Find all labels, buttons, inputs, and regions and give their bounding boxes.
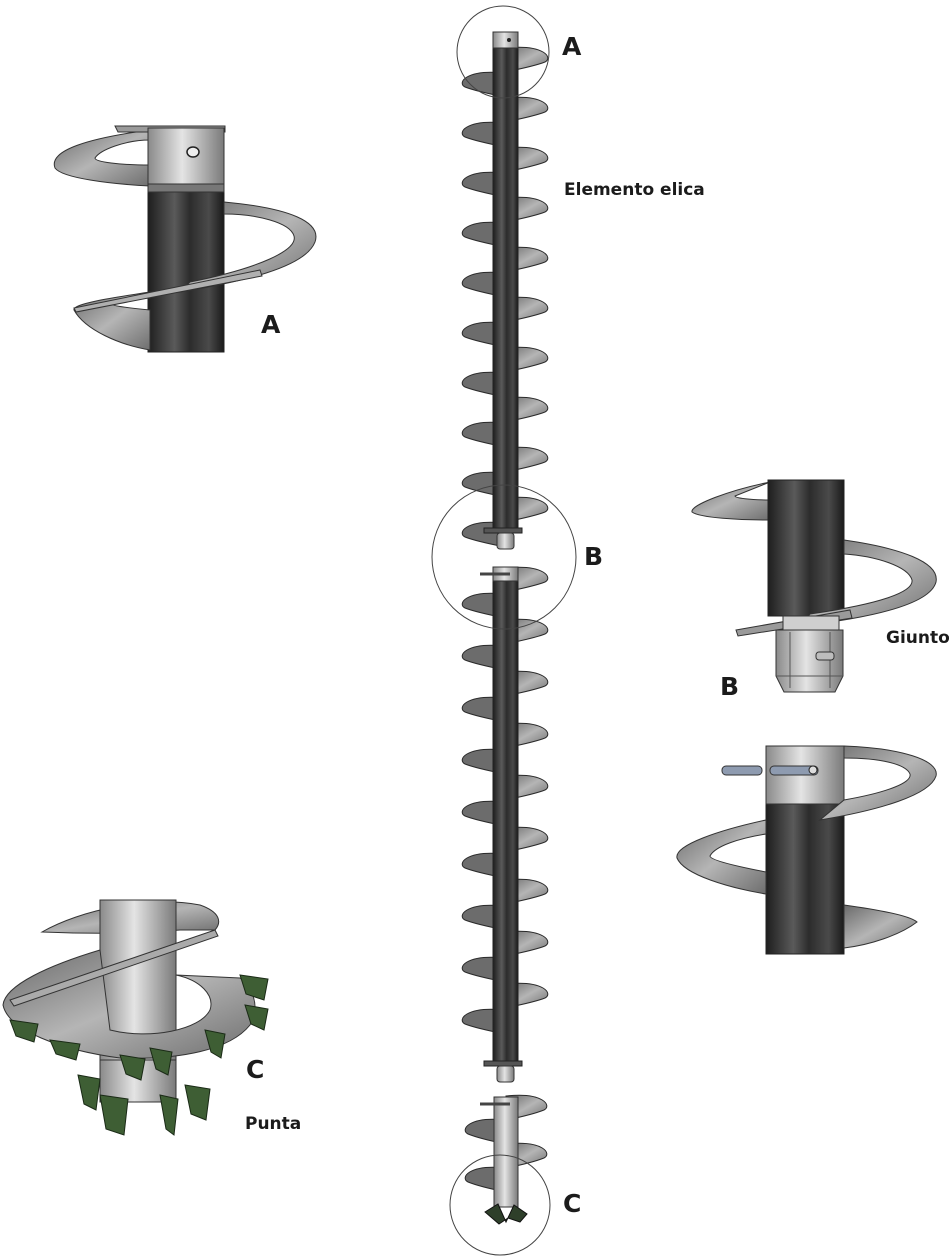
detail-a-collar — [147, 127, 225, 187]
joint-label: Giunto — [886, 628, 949, 648]
detail-b-view — [676, 479, 937, 955]
upper-joint-stub — [483, 527, 523, 550]
cutting-tooth — [49, 1039, 81, 1061]
detail-c-teeth — [9, 974, 269, 1136]
upper-shaft-cap — [492, 31, 519, 49]
cutting-tooth — [239, 974, 269, 1001]
main-auger-upper-element — [461, 31, 549, 550]
detail-a-shaft — [147, 185, 225, 353]
detail-marker-c: C — [563, 1189, 582, 1218]
cutting-tooth — [77, 1074, 101, 1111]
upper-shaft — [492, 31, 519, 530]
cutting-tooth — [244, 1004, 269, 1031]
detail-b-shaft — [767, 479, 845, 617]
cutting-tooth — [204, 1029, 226, 1059]
detail-label-c: C — [246, 1055, 265, 1084]
cutting-tooth — [119, 1054, 146, 1081]
detail-b-lower-upper-flight — [818, 745, 937, 821]
cutting-tooth — [149, 1047, 173, 1076]
detail-b-pins — [721, 765, 819, 776]
detail-marker-a: A — [562, 32, 582, 61]
detail-c-main-flight — [2, 949, 256, 1059]
element-title: Elemento elica — [564, 180, 705, 200]
detail-circle-a — [456, 5, 550, 99]
tip-shaft — [493, 1096, 519, 1208]
detail-marker-b: B — [584, 542, 604, 571]
detail-c-view — [2, 899, 269, 1136]
detail-b-top-flight — [691, 481, 771, 521]
main-auger-middle-element — [461, 566, 549, 1083]
tip-teeth-small — [484, 1203, 528, 1225]
detail-a-pin-hole — [186, 146, 200, 158]
middle-shaft — [492, 566, 519, 1064]
detail-b-lower-left-flight — [676, 819, 767, 895]
detail-a-view — [53, 125, 317, 353]
main-auger-tip-element — [464, 1094, 548, 1225]
cutting-tooth — [184, 1084, 211, 1121]
detail-circle-c — [449, 1154, 551, 1256]
detail-b-joint-body — [775, 615, 844, 693]
detail-label-b: B — [720, 672, 740, 701]
detail-label-a: A — [261, 310, 281, 339]
upper-pin-hole — [507, 38, 511, 42]
cutting-tooth — [9, 1019, 39, 1043]
cutting-tooth — [99, 1094, 129, 1136]
detail-a-top-flight — [53, 129, 151, 187]
detail-c-blade-edge — [9, 929, 219, 1007]
detail-b-receiving-element — [676, 745, 937, 955]
detail-a-collar-groove — [147, 183, 225, 193]
cutting-tooth — [159, 1094, 179, 1136]
detail-circle-b — [431, 484, 577, 630]
detail-a-lower-blade-edge — [73, 269, 263, 313]
tip-label: Punta — [245, 1114, 302, 1134]
middle-joint-stub — [483, 1060, 523, 1083]
detail-b-lower-right-flight — [843, 904, 918, 949]
